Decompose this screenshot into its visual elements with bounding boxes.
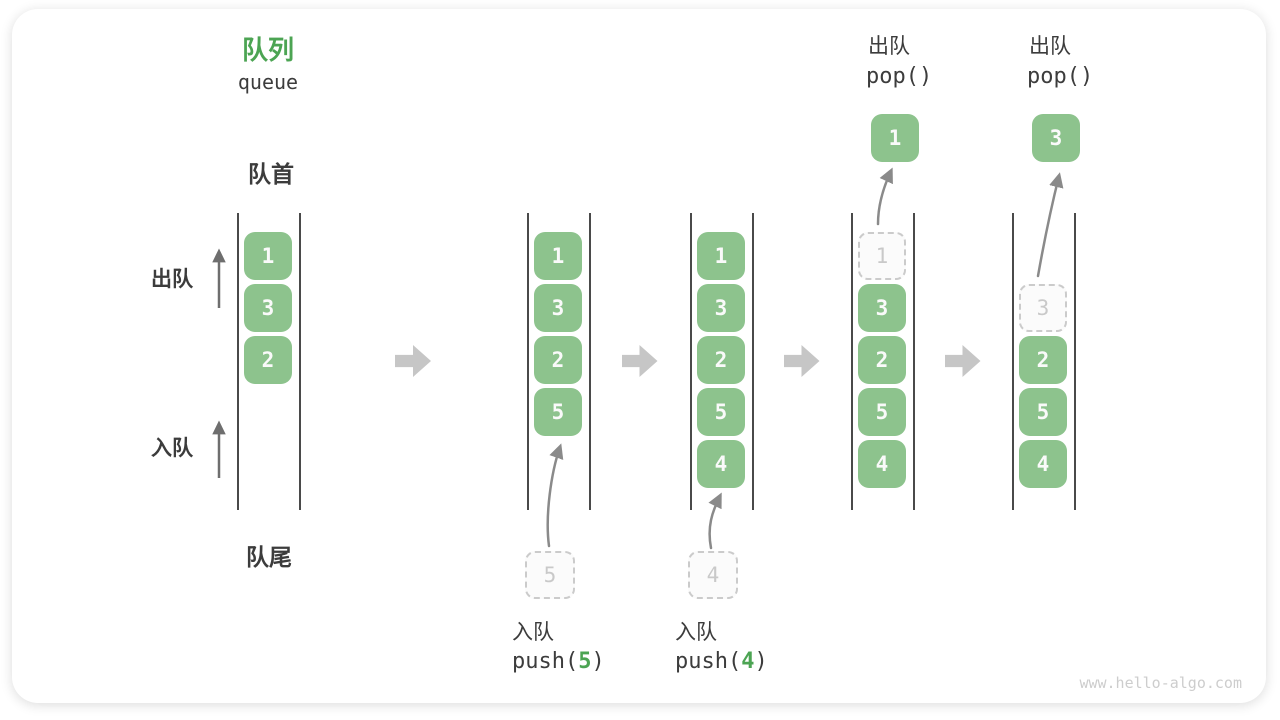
figure-title-en: queue	[237, 70, 299, 94]
dequeue-op-label: 出队	[868, 35, 910, 58]
op-code-code_pre: push(	[675, 649, 742, 674]
queue-item-box: 2	[1019, 336, 1067, 384]
channel-wall-left	[851, 213, 853, 510]
dequeue-op-label: 出队	[1029, 35, 1071, 58]
queue-item-box: 1	[534, 232, 582, 280]
queue-item-box: 5	[858, 388, 906, 436]
queue-item-box: 4	[697, 440, 745, 488]
dequeue-op-code: pop()	[866, 64, 932, 89]
queue-item-box: 4	[1019, 440, 1067, 488]
queue-front-label: 队首	[248, 161, 294, 187]
queue-item-box: 3	[697, 284, 745, 332]
enqueue-op-code: push(4)	[675, 649, 768, 674]
popped-item-box: 3	[1032, 114, 1080, 162]
enqueue-op-code: push(5)	[512, 649, 605, 674]
channel-wall-right	[299, 213, 301, 510]
staged-item-box: 5	[525, 551, 575, 599]
queue-item-box: 2	[697, 336, 745, 384]
enqueue-op-label: 入队	[675, 621, 717, 644]
queue-item-box: 2	[244, 336, 292, 384]
figure-title-zh: 队列	[241, 35, 295, 65]
queue-item-box: 3	[534, 284, 582, 332]
op-code-code_pre: pop()	[1027, 64, 1094, 89]
queue-item-box: 5	[697, 388, 745, 436]
queue-item-box: 2	[534, 336, 582, 384]
op-code-code_post: )	[591, 649, 605, 674]
channel-wall-left	[237, 213, 239, 510]
channel-wall-left	[690, 213, 692, 510]
op-code-code_post: )	[754, 649, 768, 674]
channel-wall-right	[1074, 213, 1076, 510]
channel-wall-right	[913, 213, 915, 510]
watermark: www.hello-algo.com	[1079, 674, 1242, 692]
op-code-code_arg: 5	[578, 649, 592, 674]
queue-item-box: 3	[858, 284, 906, 332]
queue-item-box: 2	[858, 336, 906, 384]
dequeue-direction-label: 出队	[151, 268, 193, 291]
op-code-code_pre: push(	[512, 649, 579, 674]
queue-item-box: 4	[858, 440, 906, 488]
enqueue-op-label: 入队	[512, 621, 554, 644]
queue-item-box: 5	[534, 388, 582, 436]
channel-wall-left	[527, 213, 529, 510]
op-code-code_arg: 4	[741, 649, 755, 674]
queue-rear-label: 队尾	[246, 544, 292, 570]
queue-item-box: 1	[244, 232, 292, 280]
ghost-slot: 3	[1019, 284, 1067, 332]
dequeue-op-code: pop()	[1027, 64, 1093, 89]
enqueue-direction-label: 入队	[151, 437, 193, 460]
queue-item-box: 5	[1019, 388, 1067, 436]
channel-wall-left	[1012, 213, 1014, 510]
op-code-code_pre: pop()	[866, 64, 933, 89]
ghost-slot: 1	[858, 232, 906, 280]
popped-item-box: 1	[871, 114, 919, 162]
channel-wall-right	[752, 213, 754, 510]
channel-wall-right	[589, 213, 591, 510]
queue-item-box: 3	[244, 284, 292, 332]
queue-item-box: 1	[697, 232, 745, 280]
staged-item-box: 4	[688, 551, 738, 599]
